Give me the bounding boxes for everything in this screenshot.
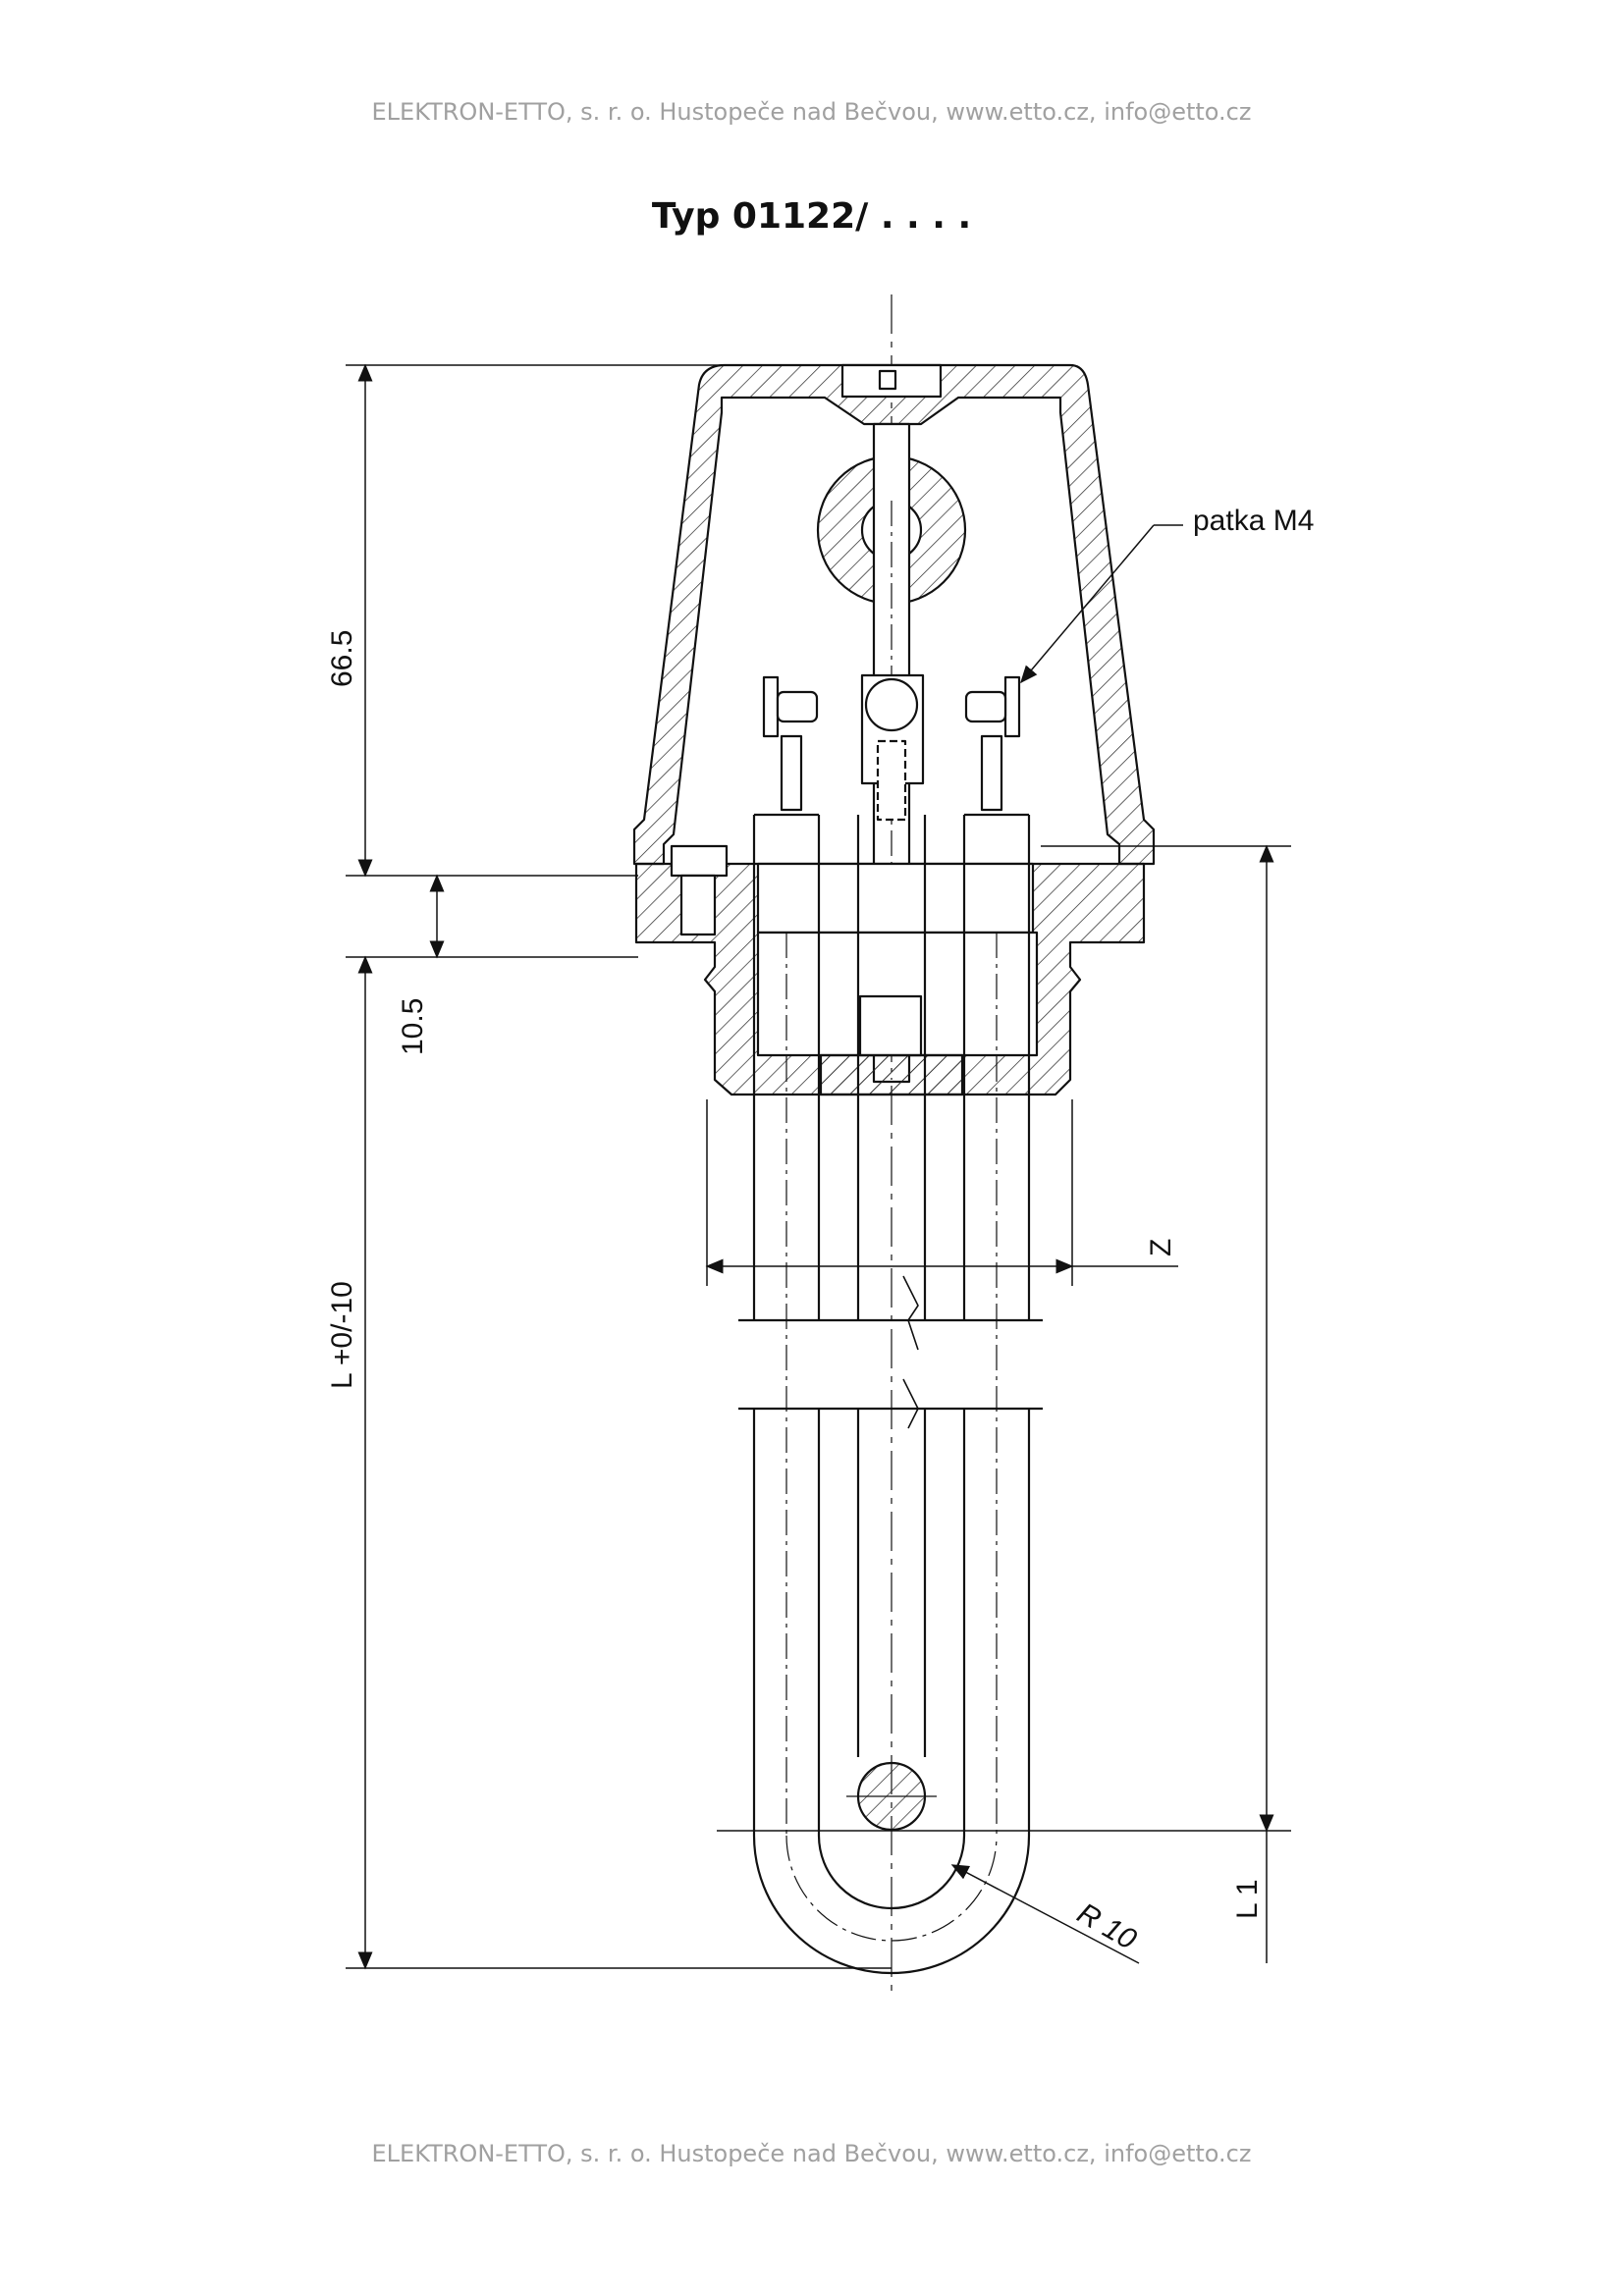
drawing-lines [632, 294, 1156, 1998]
label-L1: L 1 [1231, 1879, 1264, 1919]
dimension-labels: patka M4 66.5 10.5 L +0/-10 Z L 1 R 10 [326, 505, 1314, 1956]
inner-plug [858, 994, 923, 1057]
drawing-title: Typ 01122/ . . . . [651, 196, 972, 237]
label-L: L +0/-10 [326, 1281, 358, 1389]
dimension-lines [346, 363, 1291, 1970]
label-10-5: 10.5 [397, 998, 429, 1055]
page-footer: ELEKTRON-ETTO, s. r. o. Hustopeče nad Be… [371, 2140, 1252, 2167]
label-Z: Z [1145, 1239, 1177, 1256]
terminal-right [964, 675, 1021, 812]
terminal-center [860, 673, 925, 822]
set-screw [670, 844, 729, 878]
page-header: ELEKTRON-ETTO, s. r. o. Hustopeče nad Be… [371, 98, 1252, 126]
flange-bore [756, 862, 1035, 934]
terminal-left [762, 675, 819, 812]
heating-tubes [738, 813, 1043, 1975]
label-66-5: 66.5 [326, 630, 358, 687]
cap-shell [632, 363, 1156, 866]
label-patka: patka M4 [1193, 505, 1314, 537]
label-R10: R 10 [1072, 1896, 1143, 1955]
